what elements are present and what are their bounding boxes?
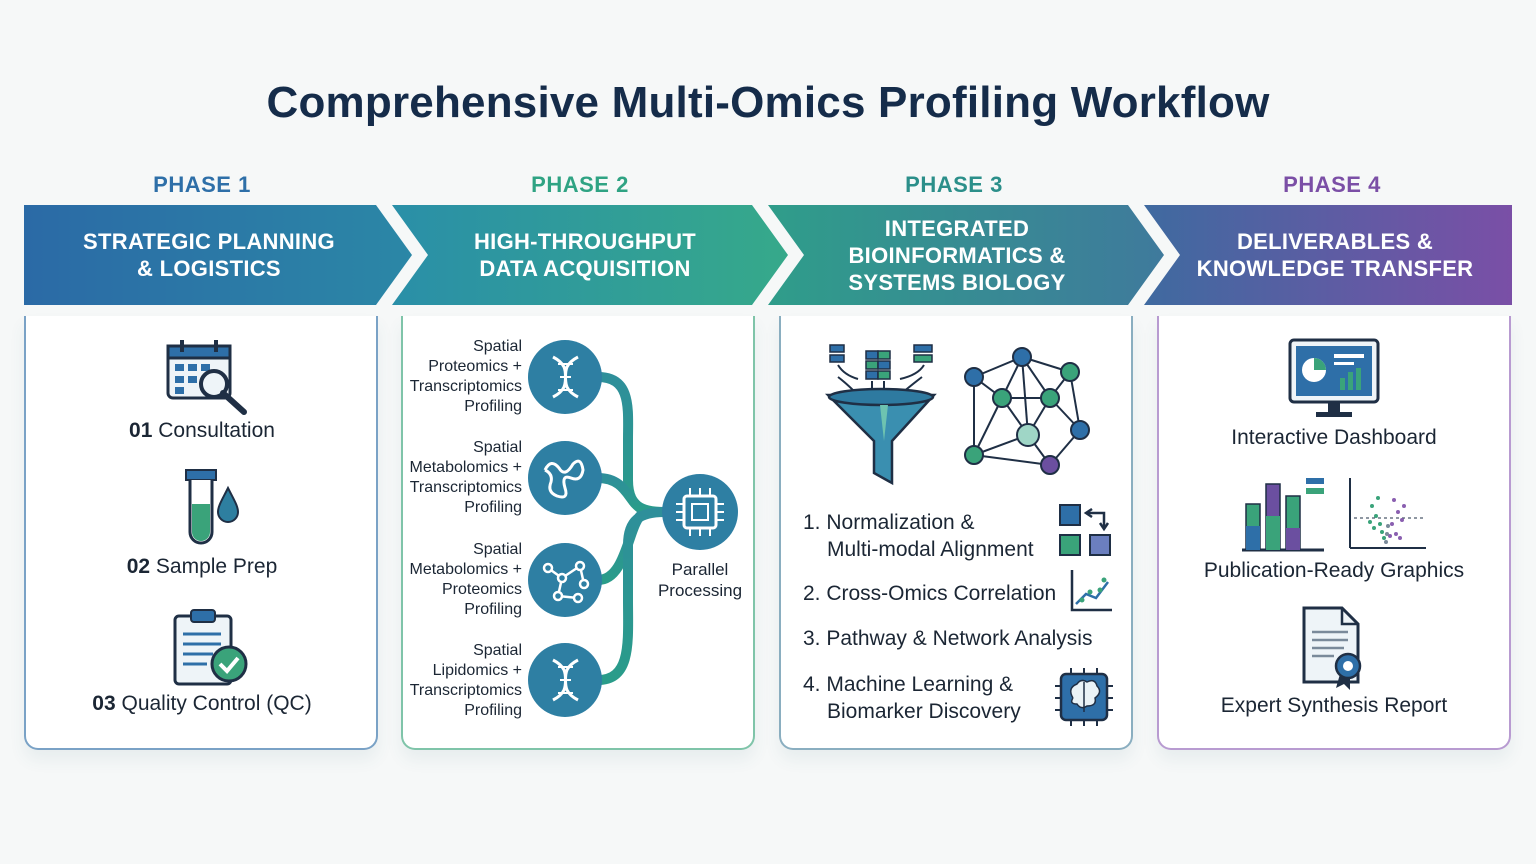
expert-report-label: Expert Synthesis Report	[1220, 694, 1448, 717]
quality-control-label: 03 Quality Control (QC)	[92, 692, 312, 715]
sample-prep-label: 02 Sample Prep	[126, 555, 278, 578]
cross-omics-step: 2. Cross-Omics Correlation	[803, 582, 1057, 605]
phase-2-arrow	[392, 205, 788, 305]
phase-3-label: PHASE 3	[905, 172, 1003, 197]
report-certificate-icon	[1302, 606, 1362, 690]
page-title: Comprehensive Multi-Omics Profiling Work…	[266, 78, 1270, 127]
parallel-connectors	[593, 372, 669, 685]
bar-volcano-chart-icon	[1242, 478, 1426, 552]
brain-chip-icon	[1055, 668, 1113, 726]
pathway-network-step: 3. Pathway & Network Analysis	[803, 627, 1093, 650]
alignment-icon	[1059, 504, 1111, 556]
dna-icon	[528, 340, 602, 414]
protein-icon	[528, 441, 602, 515]
scatter-trend-icon	[1070, 570, 1112, 612]
dna-icon	[528, 643, 602, 717]
machine-learning-step: 4. Machine Learning & Biomarker Discover…	[803, 673, 1021, 723]
phase-1-arrow	[24, 205, 412, 305]
monitor-dashboard-icon	[1288, 338, 1380, 417]
phase-4-heading: DELIVERABLES &KNOWLEDGE TRANSFER	[1196, 229, 1474, 281]
phase-1-label: PHASE 1	[153, 172, 251, 197]
molecule-icon	[528, 543, 602, 617]
funnel-icon	[824, 344, 937, 486]
calendar-search-icon	[166, 340, 247, 415]
normalization-step: 1. Normalization & Multi-modal Alignment	[803, 511, 1034, 561]
phase-2-label: PHASE 2	[531, 172, 629, 197]
publication-graphics-label: Publication-Ready Graphics	[1203, 559, 1465, 582]
phase-4-label: PHASE 4	[1283, 172, 1381, 197]
phase-3-arrow	[768, 205, 1164, 305]
clipboard-check-icon	[173, 609, 248, 686]
test-tube-drop-icon	[185, 469, 240, 545]
phase-4-arrow	[1144, 205, 1512, 305]
interactive-dashboard-label: Interactive Dashboard	[1231, 426, 1437, 449]
network-icon	[964, 347, 1090, 475]
phase-1-heading: STRATEGIC PLANNING& LOGISTICS	[83, 229, 335, 281]
consultation-label: 01 Consultation	[129, 419, 275, 442]
processor-chip-icon	[662, 474, 738, 550]
